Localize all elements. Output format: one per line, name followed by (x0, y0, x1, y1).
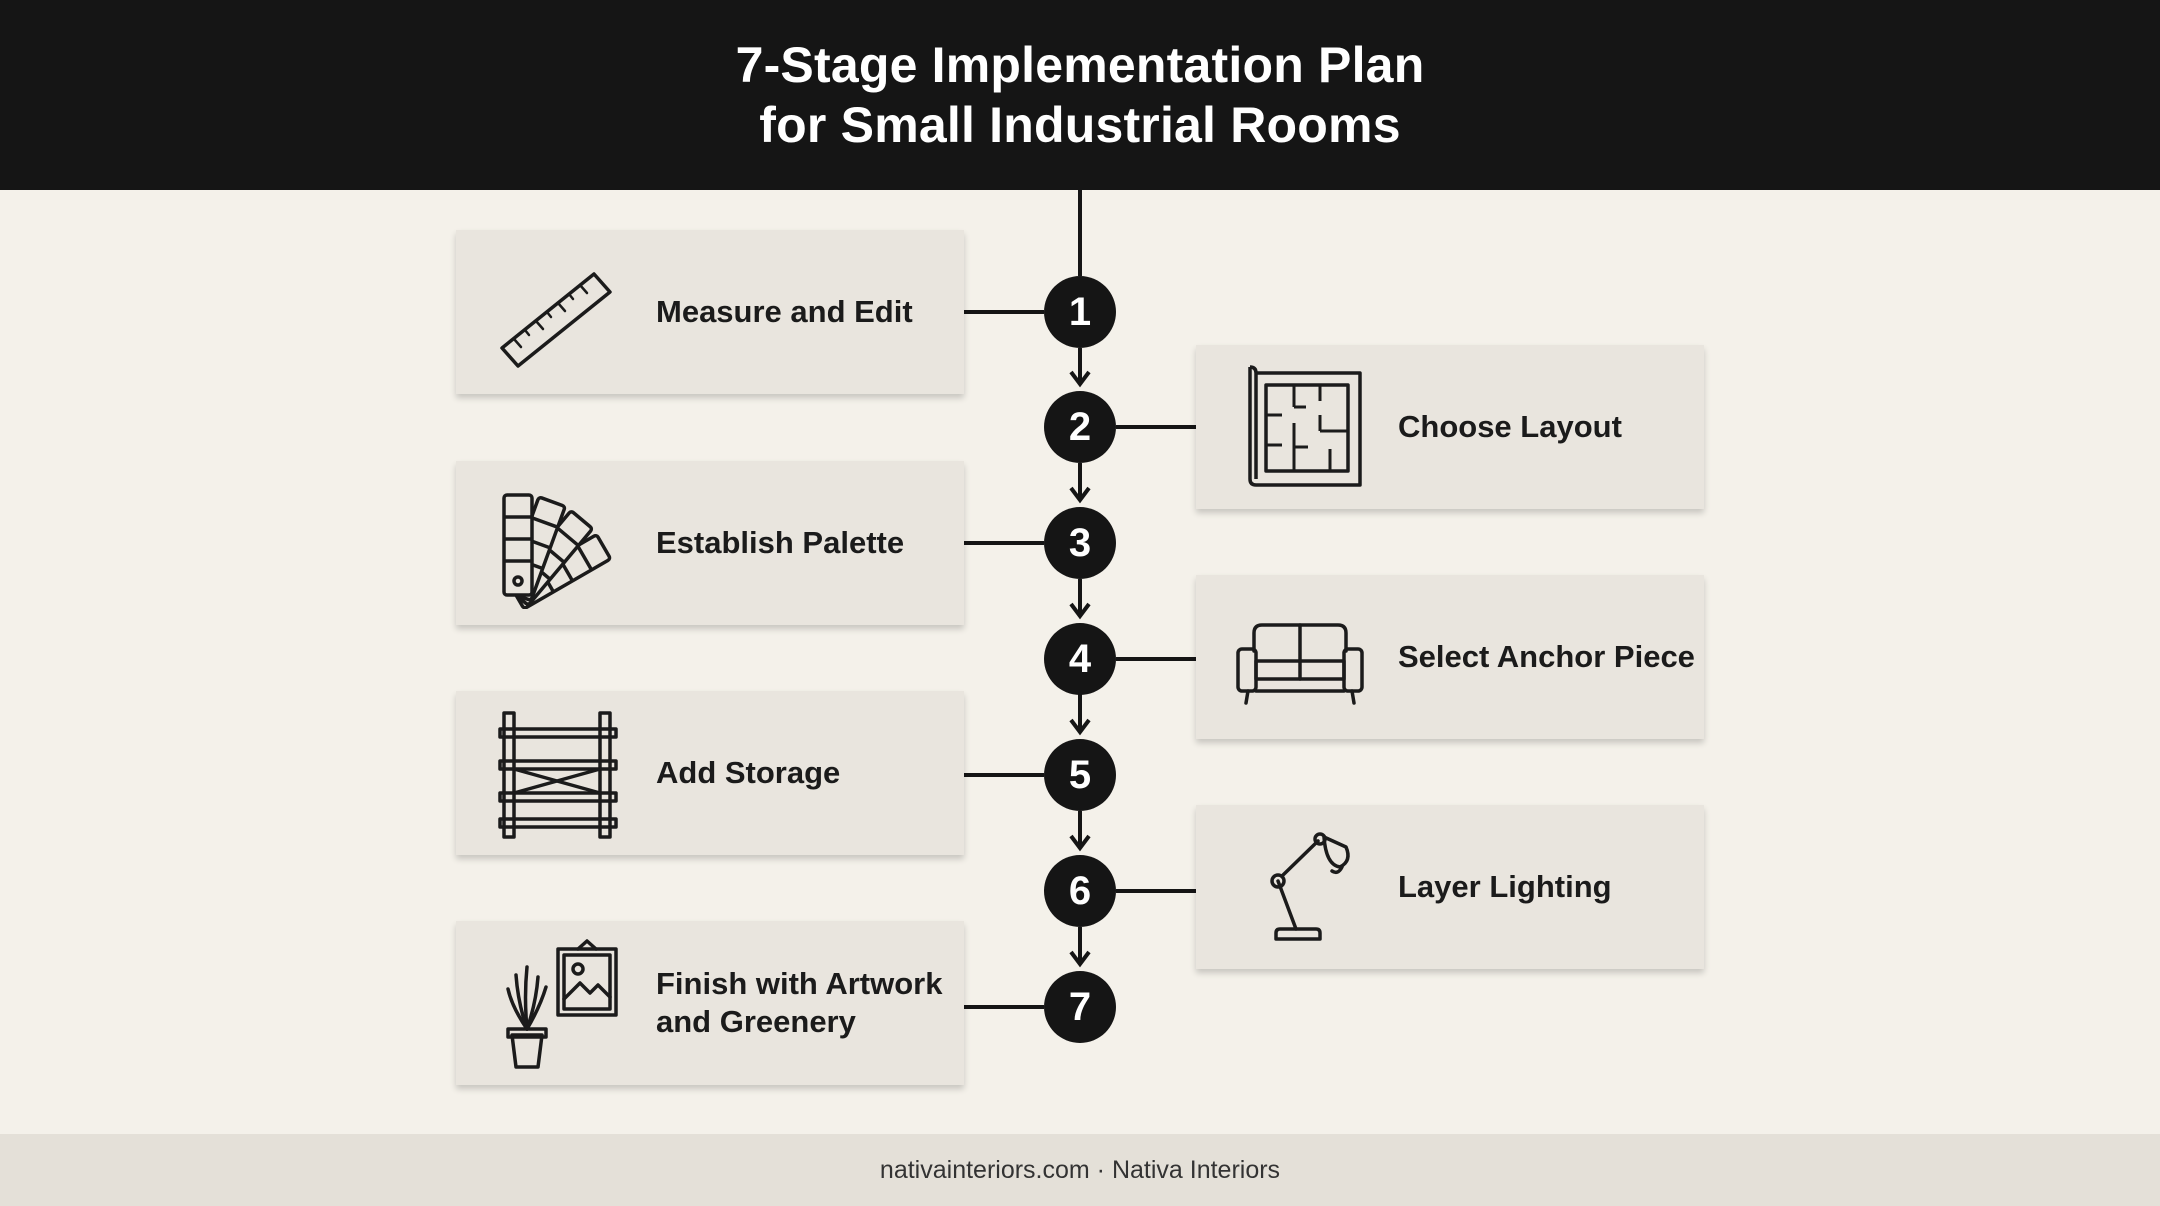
page-title-line-2: for Small Industrial Rooms (759, 97, 1401, 153)
stage-node-6: 6 (1044, 855, 1116, 927)
stage-node-3: 3 (1044, 507, 1116, 579)
stage-node-1: 1 (1044, 276, 1116, 348)
stage-card-4: Select Anchor Piece (1196, 575, 1704, 739)
arrow-1-2 (1069, 370, 1091, 388)
stage-label-4: Select Anchor Piece (1398, 639, 1695, 674)
shelving-icon (498, 711, 618, 839)
arrow-4-5 (1069, 718, 1091, 736)
stage-card-1: Measure and Edit (456, 230, 964, 394)
stage-label-1: Measure and Edit (656, 294, 913, 329)
stage-card-6: Layer Lighting (1196, 805, 1704, 969)
ruler-icon (500, 272, 612, 368)
arrow-2-3 (1069, 486, 1091, 504)
color-swatch-icon (502, 493, 612, 609)
arrow-3-4 (1069, 602, 1091, 620)
stage-label-2: Choose Layout (1398, 409, 1622, 444)
stage-card-5: Add Storage (456, 691, 964, 855)
stage-node-4: 4 (1044, 623, 1116, 695)
stage-node-2: 2 (1044, 391, 1116, 463)
footer-credit: nativainteriors.com · Nativa Interiors (0, 1134, 2160, 1206)
arrow-5-6 (1069, 834, 1091, 852)
desk-lamp-icon (1270, 832, 1350, 941)
stage-label-5: Add Storage (656, 755, 841, 790)
stage-label-6: Layer Lighting (1398, 869, 1612, 904)
stage-card-7: Finish with Artwork and Greenery (456, 921, 964, 1085)
floor-plan-icon (1248, 365, 1362, 487)
stage-node-5: 5 (1044, 739, 1116, 811)
plant-artwork-icon (506, 939, 618, 1069)
stage-label-7: Finish with Artwork and Greenery (656, 966, 943, 1039)
stage-node-7: 7 (1044, 971, 1116, 1043)
arrow-6-7 (1069, 950, 1091, 968)
stage-card-3: Establish Palette (456, 461, 964, 625)
header-banner: 7-Stage Implementation Plan for Small In… (0, 0, 2160, 190)
stage-label-3: Establish Palette (656, 525, 905, 560)
page-title-line-1: 7-Stage Implementation Plan (735, 37, 1425, 93)
sofa-icon (1236, 623, 1364, 705)
connector-lines (964, 190, 1196, 1009)
stage-card-2: Choose Layout (1196, 345, 1704, 509)
